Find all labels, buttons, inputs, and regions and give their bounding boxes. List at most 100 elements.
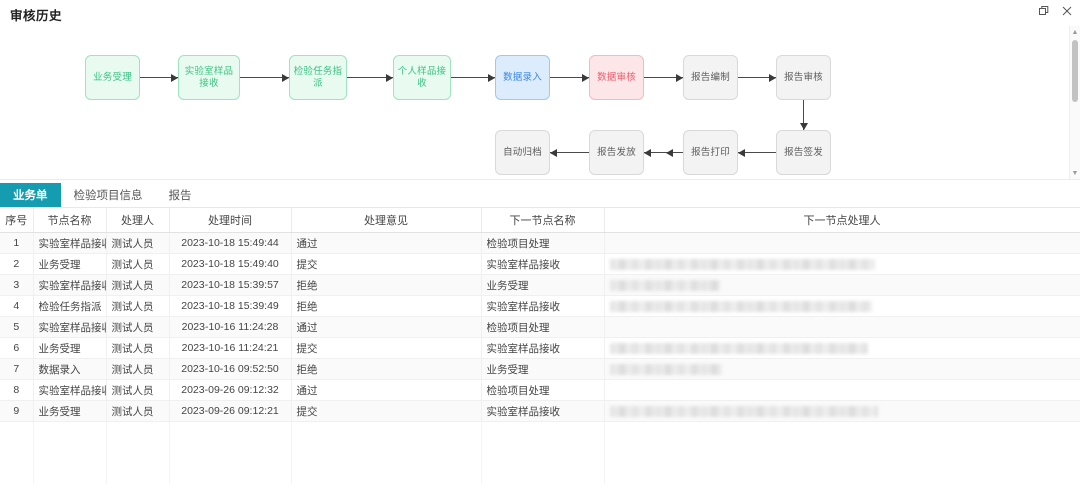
cell-next-node: 业务受理 [481, 358, 605, 380]
scroll-down-icon[interactable]: ▼ [1071, 169, 1079, 177]
redacted-value [609, 363, 722, 375]
cell-opinion: 通过 [291, 316, 482, 338]
restore-icon[interactable] [1037, 4, 1051, 18]
cell-opinion: 通过 [291, 232, 482, 254]
tab-0[interactable]: 业务单 [0, 183, 61, 207]
flow-connector [738, 151, 776, 154]
empty-cell [291, 421, 482, 484]
tab-bar: 业务单检验项目信息 报告 [0, 181, 1080, 208]
flow-node-n6[interactable]: 数据审核 [589, 55, 644, 100]
cell-time: 2023-09-26 09:12:32 [169, 379, 292, 401]
cell-time: 2023-10-18 15:39:49 [169, 295, 292, 317]
flow-arrow-right-icon [676, 73, 683, 82]
tab-2[interactable]: 报告 [168, 190, 192, 202]
cell-handler: 测试人员 [106, 337, 170, 359]
cell-opinion: 提交 [291, 337, 482, 359]
flow-node-n10[interactable]: 报告打印 [683, 130, 738, 175]
cell-node-name: 实验室样品接收 [33, 232, 107, 254]
cell-next-handler [604, 253, 1080, 275]
cell-handler: 测试人员 [106, 253, 170, 275]
flow-arrow-right-icon [282, 73, 289, 82]
cell-next-handler [604, 316, 1080, 338]
page-title: 审核历史 [10, 9, 63, 23]
flow-node-n4[interactable]: 个人样品接收 [393, 55, 451, 100]
flow-node-n5[interactable]: 数据录入 [495, 55, 550, 100]
cell-time: 2023-10-18 15:49:44 [169, 232, 292, 254]
cell-seq: 6 [0, 337, 34, 359]
flow-connector [347, 76, 393, 79]
empty-cell [33, 421, 107, 484]
flow-arrow-left-icon [550, 148, 557, 157]
flow-node-n8[interactable]: 报告审核 [776, 55, 831, 100]
cell-time: 2023-10-16 11:24:21 [169, 337, 292, 359]
cell-node-name: 实验室样品接收 [33, 316, 107, 338]
flow-node-label: 自动归档 [503, 146, 542, 158]
table-header-row: 序号节点名称处理人处理时间处理意见下一节点名称下一节点处理人 [0, 208, 1080, 233]
cell-next-handler [604, 337, 1080, 359]
cell-next-node: 检验项目处理 [481, 316, 605, 338]
cell-handler: 测试人员 [106, 379, 170, 401]
flow-arrow-right-icon [386, 73, 393, 82]
cell-handler: 测试人员 [106, 295, 170, 317]
flow-arrow-down-icon [799, 123, 808, 130]
flow-arrow-left-icon [738, 148, 745, 157]
workflow-scrollbar[interactable]: ▲ ▼ [1069, 26, 1080, 179]
cell-seq: 9 [0, 400, 34, 422]
flow-node-label: 检验任务指派 [293, 66, 343, 89]
flow-node-n11[interactable]: 报告发放 [589, 130, 644, 175]
flow-arrow-right-icon [582, 73, 589, 82]
flow-node-label: 实验室样品接收 [184, 66, 234, 89]
cell-next-node: 业务受理 [481, 274, 605, 296]
cell-opinion: 拒绝 [291, 358, 482, 380]
cell-handler: 测试人员 [106, 232, 170, 254]
flow-node-n9[interactable]: 报告签发 [776, 130, 831, 175]
scroll-up-icon[interactable]: ▲ [1071, 28, 1079, 36]
cell-seq: 5 [0, 316, 34, 338]
table-header-cell: 处理时间 [169, 208, 292, 233]
close-icon[interactable] [1060, 4, 1074, 18]
flow-node-n7[interactable]: 报告编制 [683, 55, 738, 100]
cell-node-name: 检验任务指派 [33, 295, 107, 317]
flow-node-n1[interactable]: 业务受理 [85, 55, 140, 100]
flow-node-label: 业务受理 [93, 71, 132, 83]
cell-opinion: 拒绝 [291, 274, 482, 296]
flow-arrow-right-icon [769, 73, 776, 82]
flow-node-n12[interactable]: 自动归档 [495, 130, 550, 175]
flow-connector [802, 100, 805, 130]
cell-time: 2023-10-18 15:49:40 [169, 253, 292, 275]
workflow-canvas: 业务受理 实验室样品接收 检验任务指派 个人样品接收 数据录入 数据审核报告编制 报告审核报… [0, 26, 1070, 179]
flow-node-n3[interactable]: 检验任务指派 [289, 55, 347, 100]
tab-1[interactable]: 检验项目信息 [73, 190, 143, 202]
cell-seq: 8 [0, 379, 34, 401]
cell-handler: 测试人员 [106, 400, 170, 422]
flow-connector [550, 76, 589, 79]
cell-handler: 测试人员 [106, 316, 170, 338]
flow-node-label: 数据录入 [503, 71, 542, 83]
flow-node-label: 个人样品接收 [397, 66, 447, 89]
flow-node-label: 报告审核 [784, 71, 823, 83]
cell-handler: 测试人员 [106, 358, 170, 380]
redacted-value [609, 300, 872, 312]
cell-node-name: 实验室样品接收 [33, 274, 107, 296]
scrollbar-thumb[interactable] [1072, 40, 1078, 102]
empty-cell [169, 421, 292, 484]
cell-node-name: 业务受理 [33, 400, 107, 422]
empty-cell [481, 421, 605, 484]
cell-opinion: 提交 [291, 400, 482, 422]
cell-time: 2023-10-16 11:24:28 [169, 316, 292, 338]
cell-next-handler [604, 232, 1080, 254]
flow-node-n2[interactable]: 实验室样品接收 [178, 55, 240, 100]
flow-connector [240, 76, 289, 79]
flow-arrow-left-icon [666, 148, 673, 157]
